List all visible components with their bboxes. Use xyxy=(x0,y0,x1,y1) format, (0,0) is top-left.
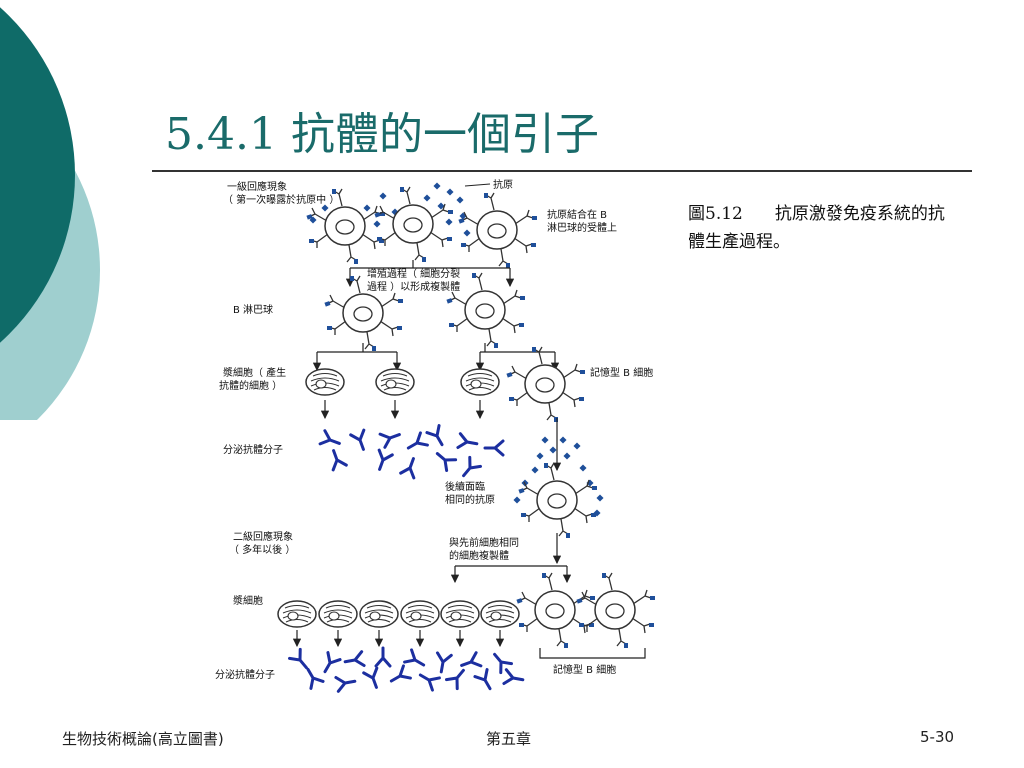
antigen-bound-label-1: 抗原結合在 B xyxy=(547,208,607,221)
antigen-pointer xyxy=(464,183,491,187)
antigen-bound-label-2: 淋巴球的受體上 xyxy=(547,221,617,234)
title-underline xyxy=(152,170,972,172)
differentiation-arrows xyxy=(312,343,560,372)
proliferation-label-1: 增殖過程（ 細胞分裂 xyxy=(367,267,460,280)
plasma-cell-label-1: 漿細胞（ 產生 xyxy=(223,366,286,379)
secondary-response-sub: （ 多年以後 ） xyxy=(229,543,295,556)
reexposure-label-1: 後續面臨 xyxy=(445,480,485,493)
same-clone-label-2: 的細胞複製體 xyxy=(449,549,509,562)
decorative-circles xyxy=(0,7,100,420)
secrete-antibody-label: 分泌抗體分子 xyxy=(223,443,283,456)
memory-b-cell-label-2: 記憶型 B 細胞 xyxy=(553,663,616,676)
reexposure-label-2: 相同的抗原 xyxy=(445,493,495,506)
reexposed-memory-cell xyxy=(517,462,598,539)
plasma-cell-label-2: 抗體的細胞 ） xyxy=(219,379,282,392)
plasma-cell-b xyxy=(375,368,415,396)
secondary-response-label: 二級回應現象 xyxy=(233,530,293,543)
secretion-arrows xyxy=(320,400,562,472)
b-cell-3 xyxy=(457,192,538,269)
same-clone-label-1: 與先前細胞相同 xyxy=(449,536,519,549)
b-lymphocyte-label: B 淋巴球 xyxy=(233,303,273,316)
antigen-label: 抗原 xyxy=(493,178,513,191)
plasma-cell-short-label: 漿細胞 xyxy=(233,594,263,607)
proliferation-label-2: 過程 ）以形成複製體 xyxy=(367,280,460,293)
footer-chapter: 第五章 xyxy=(486,730,532,748)
plasma-cell-a xyxy=(305,368,345,396)
dark-teal-circle xyxy=(0,7,75,343)
caption-text: 抗原激發免疫系統的抗體生產過程。 xyxy=(688,204,945,252)
memory-bracket xyxy=(539,648,646,659)
plasma-cell-c xyxy=(460,368,500,396)
antibodies-secondary xyxy=(287,646,526,694)
memory-b-cell xyxy=(505,346,586,423)
secrete-antibody-label-2: 分泌抗體分子 xyxy=(215,668,275,681)
footer-page-number: 5-30 xyxy=(920,728,955,746)
b-cell-2 xyxy=(373,186,454,263)
secondary-secretion-arrows xyxy=(292,630,505,648)
secondary-memory-cell-1 xyxy=(515,572,596,649)
footer-book-title: 生物技術概論(高立圖書) xyxy=(62,730,224,748)
memory-b-cell-label: 記憶型 B 細胞 xyxy=(590,366,653,379)
secondary-memory-cell-2 xyxy=(575,572,656,649)
primary-response-sub: （ 第一次曝露於抗原中 ） xyxy=(223,193,339,206)
clone-arrows xyxy=(450,533,572,584)
antibodies-primary xyxy=(318,424,505,482)
antibody-production-diagram: 一級回應現象 （ 第一次曝露於抗原中 ） 抗原 抗原結合在 B 淋巴球的受體上 … xyxy=(215,178,656,694)
secondary-plasma-cells xyxy=(277,600,520,628)
caption-number: 圖5.12 xyxy=(688,204,743,224)
slide-title: 5.4.1 抗體的一個引子 xyxy=(165,109,599,160)
primary-response-label: 一級回應現象 xyxy=(227,180,287,193)
